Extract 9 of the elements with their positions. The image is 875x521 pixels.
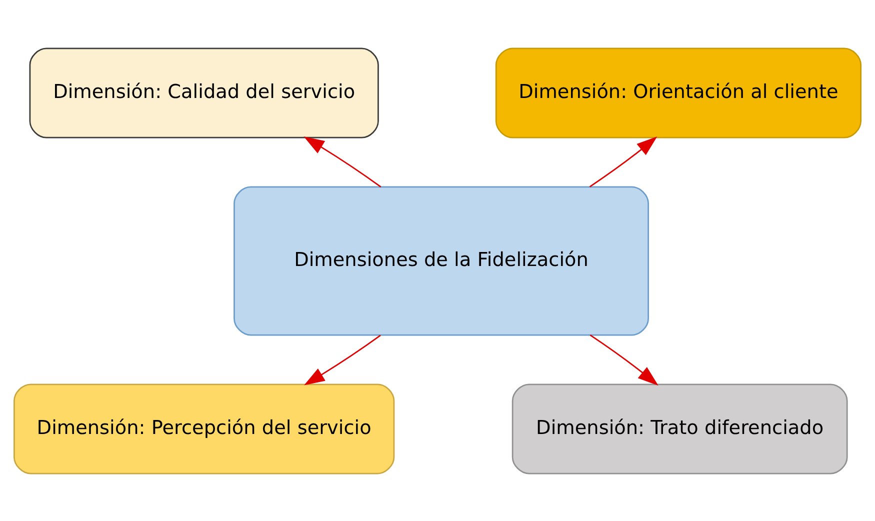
node-box: Dimensiones de la Fidelización — [234, 186, 649, 336]
node-box: Dimensión: Trato diferenciado — [512, 383, 848, 474]
arrow — [589, 136, 658, 187]
node-box: Dimensión: Orientación al cliente — [495, 47, 862, 138]
arrow — [304, 136, 382, 188]
node-box: Dimensión: Percepción del servicio — [14, 383, 395, 474]
arrow — [304, 334, 381, 385]
node-box: Dimensión: Calidad del servicio — [29, 47, 379, 138]
arrow — [590, 334, 658, 386]
